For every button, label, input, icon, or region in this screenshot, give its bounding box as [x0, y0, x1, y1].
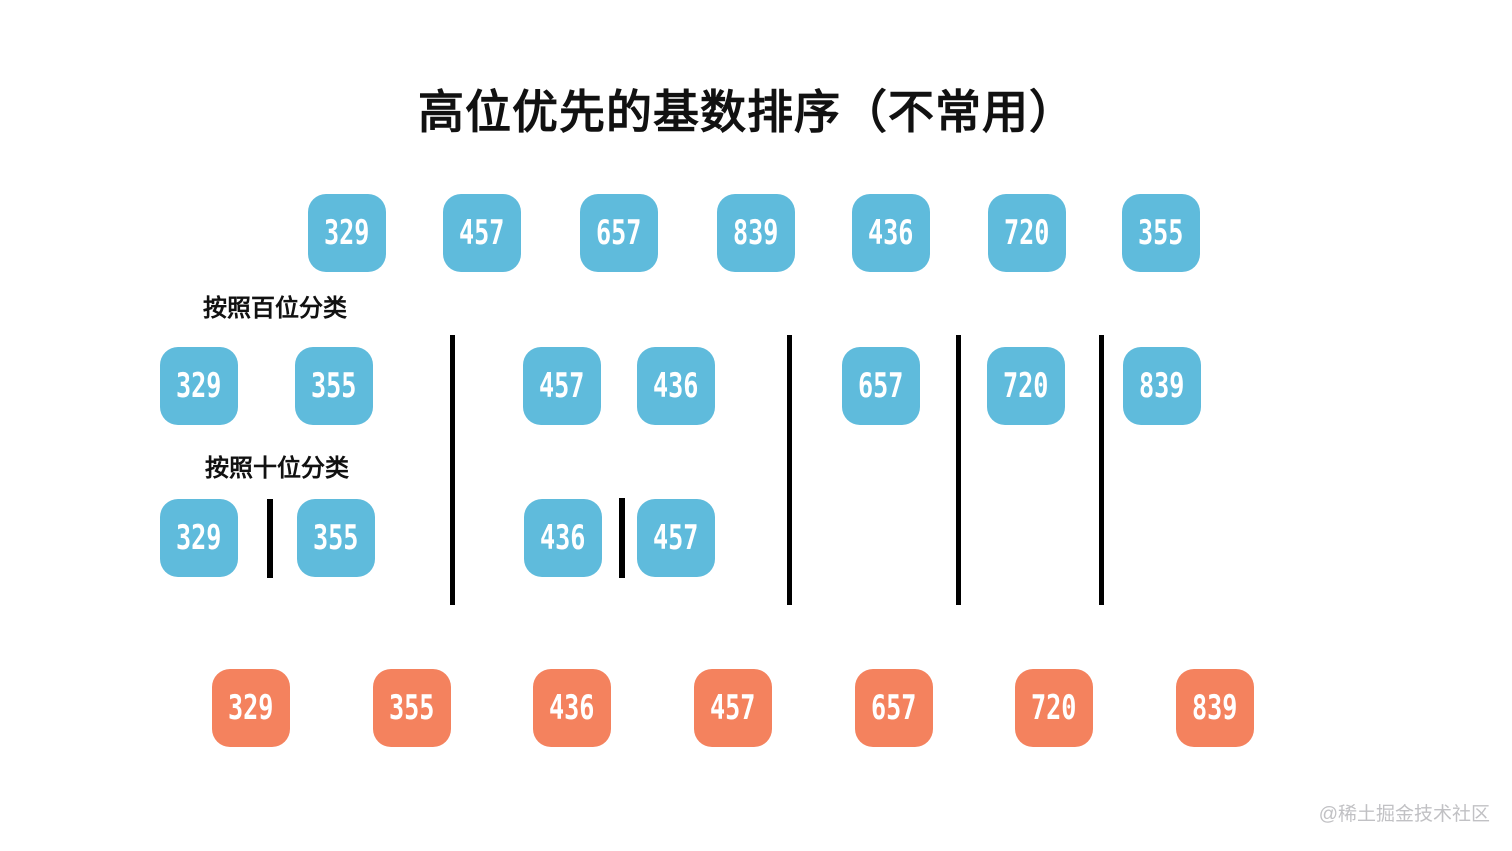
number-box-value: 839 — [1192, 688, 1238, 728]
group-divider — [787, 335, 792, 605]
number-box: 657 — [842, 347, 920, 425]
number-box: 839 — [1176, 669, 1254, 747]
number-box: 657 — [580, 194, 658, 272]
number-box: 329 — [160, 499, 238, 577]
number-box: 355 — [1122, 194, 1200, 272]
number-box-value: 355 — [1138, 213, 1184, 253]
number-box-value: 355 — [389, 688, 435, 728]
number-box: 457 — [694, 669, 772, 747]
group-divider — [1099, 335, 1104, 605]
number-box-value: 839 — [1139, 366, 1185, 406]
number-box-value: 436 — [540, 518, 586, 558]
number-box-value: 457 — [710, 688, 756, 728]
group-divider — [619, 498, 625, 578]
number-box-value: 329 — [228, 688, 274, 728]
label-group-by-tens: 按照十位分类 — [205, 455, 349, 482]
number-box-value: 329 — [176, 518, 222, 558]
label-group-by-hundreds: 按照百位分类 — [203, 295, 347, 322]
number-box-value: 720 — [1031, 688, 1077, 728]
number-box: 355 — [373, 669, 451, 747]
number-box-value: 355 — [311, 366, 357, 406]
watermark: @稀土掘金技术社区 — [1318, 804, 1490, 825]
number-box-value: 329 — [324, 213, 370, 253]
group-divider — [267, 499, 273, 578]
number-box-value: 457 — [459, 213, 505, 253]
number-box-value: 657 — [858, 366, 904, 406]
number-box-value: 657 — [871, 688, 917, 728]
number-box: 436 — [637, 347, 715, 425]
number-box: 436 — [524, 499, 602, 577]
number-box: 436 — [852, 194, 930, 272]
group-divider — [450, 335, 455, 605]
number-box: 329 — [212, 669, 290, 747]
number-box: 720 — [987, 347, 1065, 425]
number-box: 457 — [523, 347, 601, 425]
number-box: 839 — [1123, 347, 1201, 425]
number-box: 720 — [1015, 669, 1093, 747]
number-box-value: 839 — [733, 213, 779, 253]
number-box-value: 457 — [653, 518, 699, 558]
number-box-value: 657 — [596, 213, 642, 253]
number-box: 457 — [443, 194, 521, 272]
number-box-value: 720 — [1003, 366, 1049, 406]
number-box-value: 329 — [176, 366, 222, 406]
number-box: 355 — [295, 347, 373, 425]
number-box: 839 — [717, 194, 795, 272]
number-box: 355 — [297, 499, 375, 577]
number-box-value: 436 — [653, 366, 699, 406]
number-box-value: 436 — [549, 688, 595, 728]
number-box: 436 — [533, 669, 611, 747]
number-box: 329 — [160, 347, 238, 425]
number-box: 720 — [988, 194, 1066, 272]
number-box-value: 720 — [1004, 213, 1050, 253]
number-box: 657 — [855, 669, 933, 747]
number-box-value: 457 — [539, 366, 585, 406]
page-title: 高位优先的基数排序（不常用） — [418, 85, 1076, 138]
number-box: 329 — [308, 194, 386, 272]
number-box-value: 436 — [868, 213, 914, 253]
number-box-value: 355 — [313, 518, 359, 558]
group-divider — [956, 335, 961, 605]
number-box: 457 — [637, 499, 715, 577]
